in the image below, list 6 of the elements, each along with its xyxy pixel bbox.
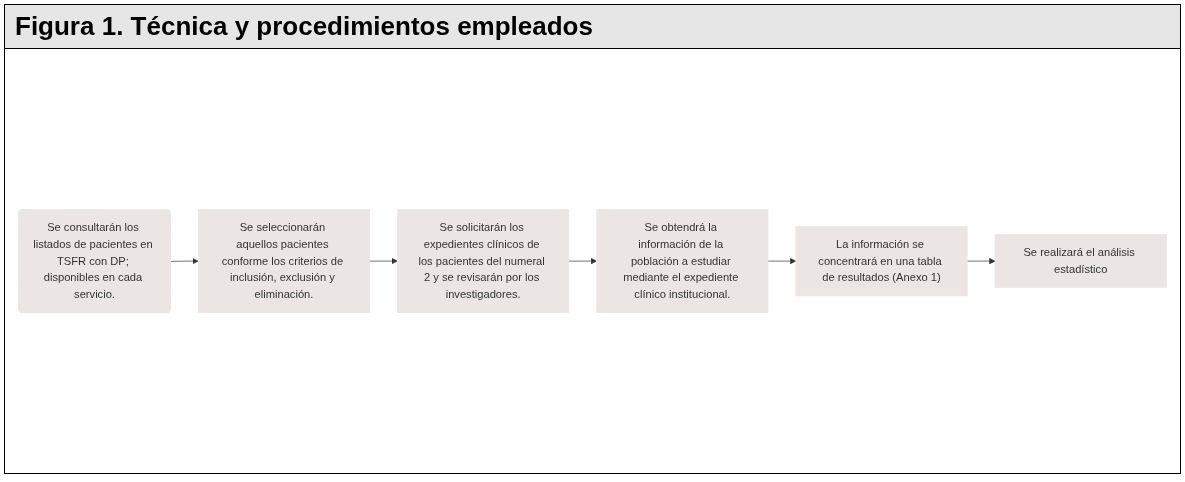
node-box: Se seleccionarán aquellos pacientes conforme los criterios de inclusión, exclusión y eliminación. (197, 209, 370, 313)
node-box: La información se concentrará en una tabla de resultados (Anexo 1) (795, 225, 968, 297)
node-box: Se realizará el análisis estadístico (994, 234, 1167, 288)
figure-title: Figura 1. Técnica y procedimientos empleados (5, 5, 1180, 49)
node-box: Se solicitarán los expedientes clínicos de los pacientes del numeral 2 y se revisarán por los investigadores. (397, 209, 570, 313)
node-box: Se obtendrá la información de la población a estudiar mediante el expediente clínico institucional. (596, 209, 769, 313)
